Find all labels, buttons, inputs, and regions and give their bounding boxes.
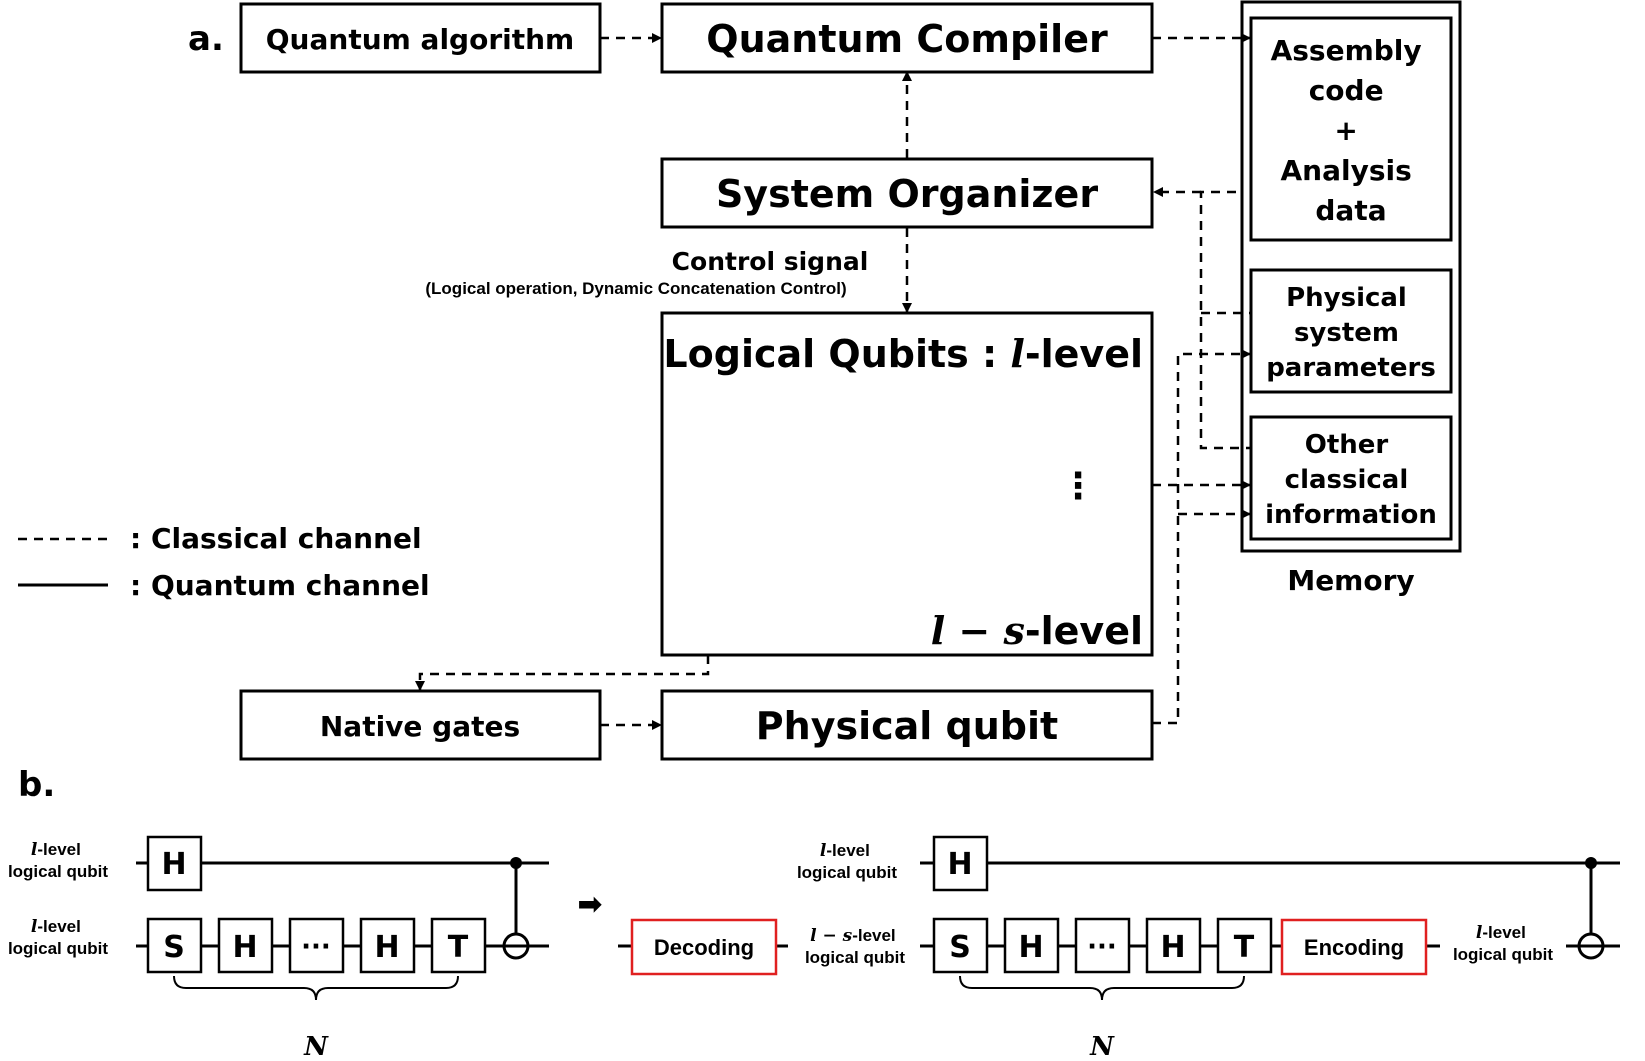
right-s-gate bbox=[932, 917, 989, 974]
logical-to-native-arrow bbox=[415, 655, 710, 691]
right-qubit1-label: l-level logical qubit bbox=[797, 841, 897, 882]
svg-text:H: H bbox=[232, 930, 257, 965]
classical-connectors bbox=[415, 33, 1251, 730]
memory-title: Memory bbox=[1287, 564, 1414, 597]
right-n-label: N bbox=[1089, 1032, 1115, 1061]
svg-text:S: S bbox=[949, 930, 971, 965]
system-organizer-box: System Organizer bbox=[660, 157, 1154, 229]
quantum-compiler-box: Quantum Compiler bbox=[660, 2, 1154, 74]
decoding-box bbox=[630, 918, 778, 976]
quantum-algorithm-box: Quantum algorithm bbox=[239, 2, 602, 74]
assembly-code-label: Assembly code + Analysis data bbox=[1271, 34, 1432, 227]
other-classical-information-label: Other classical information bbox=[1265, 430, 1437, 530]
right-circuit: l-level logical qubit H S H ··· H T N En… bbox=[797, 835, 1620, 1061]
svg-text:T: T bbox=[448, 930, 469, 965]
svg-text:T: T bbox=[1234, 930, 1255, 965]
legend-quantum-label: : Quantum channel bbox=[130, 569, 430, 602]
system-organizer-label: System Organizer bbox=[716, 172, 1098, 216]
logical-qubits-title: Logical Qubits : l-level bbox=[663, 331, 1143, 376]
right-h-gate-1 bbox=[1003, 917, 1060, 974]
left-circuit: l-level logical qubit l-level logical qu… bbox=[8, 835, 549, 1061]
right-h-gate-top bbox=[932, 835, 989, 892]
other-classical-information-box bbox=[1249, 415, 1453, 541]
left-h-gate-top bbox=[146, 835, 203, 892]
svg-text:H: H bbox=[947, 847, 972, 882]
physical-qubit-box: Physical qubit bbox=[660, 689, 1154, 761]
svg-text:···: ··· bbox=[1087, 932, 1117, 962]
left-qubit1-label: l-level logical qubit bbox=[8, 840, 108, 881]
encoding-label: Encoding bbox=[1304, 935, 1404, 960]
left-h-gate-2 bbox=[359, 917, 416, 974]
svg-text:···: ··· bbox=[301, 932, 331, 962]
memory-feedback-line bbox=[1199, 190, 1250, 450]
legend-classical-label: : Classical channel bbox=[130, 522, 422, 555]
panel-b-label: b. bbox=[18, 765, 55, 805]
native-gates-box: Native gates bbox=[239, 689, 602, 761]
physical-system-parameters-label: Physical system parameters bbox=[1266, 283, 1436, 383]
right-t-gate bbox=[1216, 917, 1273, 974]
decoding-label: Decoding bbox=[654, 935, 754, 960]
transform-arrow: ➡ bbox=[577, 887, 602, 922]
svg-text:H: H bbox=[1160, 930, 1185, 965]
control-signal-detail: (Logical operation, Dynamic Concatenatio… bbox=[425, 279, 846, 298]
left-h-gate-1 bbox=[217, 917, 274, 974]
left-s-gate bbox=[146, 917, 203, 974]
svg-text:H: H bbox=[1018, 930, 1043, 965]
left-t-gate bbox=[430, 917, 487, 974]
right-qubit2-label: l-level logical qubit bbox=[1453, 923, 1553, 964]
right-n-brace bbox=[959, 975, 1245, 1001]
ls-level-label: l − s-level bbox=[931, 608, 1143, 653]
memory-block: Assembly code + Analysis data Physical s… bbox=[1240, 0, 1462, 553]
physical-to-parameters-arrow bbox=[1152, 349, 1251, 725]
panel-a-label: a. bbox=[188, 19, 224, 59]
left-dots-gate bbox=[288, 917, 345, 974]
quantum-compiler-label: Quantum Compiler bbox=[706, 17, 1108, 61]
left-n-label: N bbox=[303, 1032, 329, 1061]
right-h-gate-2 bbox=[1145, 917, 1202, 974]
native-gates-label: Native gates bbox=[320, 710, 520, 743]
left-n-brace bbox=[173, 975, 459, 1001]
encoding-box bbox=[1280, 918, 1428, 976]
svg-text:H: H bbox=[374, 930, 399, 965]
svg-text:H: H bbox=[161, 847, 186, 882]
left-qubit2-label: l-level logical qubit bbox=[8, 917, 108, 958]
control-signal-label: Control signal bbox=[672, 247, 869, 276]
logical-qubits-box: Logical Qubits : l-level ⋮ l − s-level bbox=[660, 311, 1154, 657]
vertical-ellipsis: ⋮ bbox=[1060, 466, 1096, 507]
svg-text:S: S bbox=[163, 930, 185, 965]
physical-system-parameters-box bbox=[1249, 268, 1453, 394]
physical-qubit-label: Physical qubit bbox=[756, 704, 1058, 748]
assembly-code-box bbox=[1249, 16, 1453, 242]
ls-qubit-label: l − s-level logical qubit bbox=[805, 926, 905, 967]
quantum-algorithm-label: Quantum algorithm bbox=[266, 23, 574, 56]
right-dots-gate bbox=[1074, 917, 1131, 974]
legend: : Classical channel : Quantum channel bbox=[18, 522, 430, 602]
